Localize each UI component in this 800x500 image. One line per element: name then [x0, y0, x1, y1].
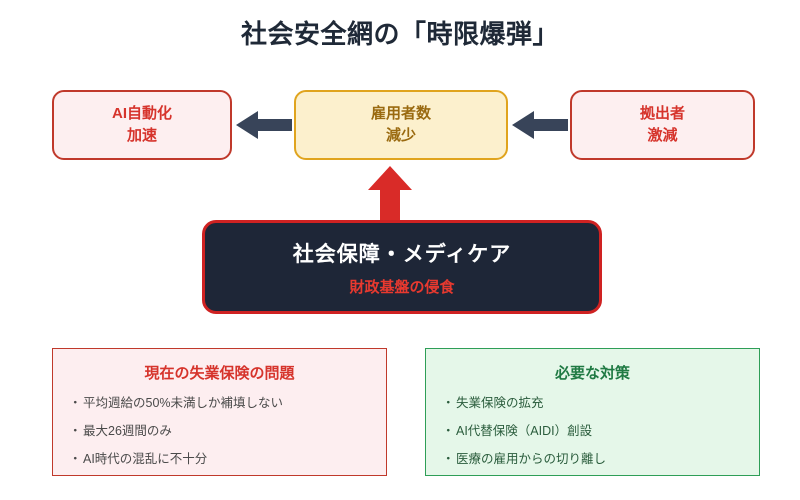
- arrow-left-icon: [512, 111, 568, 139]
- list-item: ・ 医療の雇用からの切り離し: [442, 452, 743, 467]
- node-core-title: 社会保障・メディケア: [292, 242, 512, 266]
- list-item-text: 平均週給の50%未満しか補填しない: [83, 396, 284, 410]
- node-employment-decline-line2: 減少: [385, 127, 416, 144]
- bullet-glyph: ・: [69, 452, 82, 466]
- bullet-glyph: ・: [69, 424, 82, 438]
- bullet-glyph: ・: [442, 452, 455, 466]
- bullet-glyph: ・: [442, 424, 455, 438]
- arrow-left-icon: [236, 111, 292, 139]
- list-item-text: 医療の雇用からの切り離し: [456, 452, 607, 466]
- panel-measures-list: ・ 失業保険の拡充 ・ AI代替保険（AIDI）創設 ・ 医療の雇用からの切り離…: [442, 396, 743, 467]
- list-item: ・ 失業保険の拡充: [442, 396, 743, 411]
- node-ai-automation-line1: AI自動化: [111, 105, 172, 123]
- bullet-glyph: ・: [442, 396, 455, 410]
- node-social-security-medicare[interactable]: 社会保障・メディケア 財政基盤の侵食: [202, 220, 602, 314]
- panel-required-measures: 必要な対策 ・ 失業保険の拡充 ・ AI代替保険（AIDI）創設 ・ 医療の雇用…: [425, 348, 760, 476]
- node-employment-decline[interactable]: 雇用者数 減少: [294, 90, 508, 160]
- node-core-subtitle: 財政基盤の侵食: [349, 278, 455, 296]
- list-item-text: AI時代の混乱に不十分: [83, 452, 208, 466]
- page-title: 社会安全網の「時限爆弾」: [240, 19, 559, 49]
- list-item: ・ AI時代の混乱に不十分: [69, 452, 370, 467]
- list-item: ・ 最大26週間のみ: [69, 424, 370, 439]
- panel-problems-title: 現在の失業保険の問題: [144, 365, 295, 382]
- node-contributor-drop[interactable]: 拠出者 激減: [570, 90, 755, 160]
- node-contributor-drop-line2: 激減: [647, 127, 678, 144]
- list-item-text: AI代替保険（AIDI）創設: [456, 424, 593, 438]
- panel-problems-list: ・ 平均週給の50%未満しか補填しない ・ 最大26週間のみ ・ AI時代の混乱…: [69, 396, 370, 467]
- arrow-up-icon: [368, 166, 412, 222]
- node-ai-automation-line2: 加速: [126, 127, 157, 144]
- node-ai-automation[interactable]: AI自動化 加速: [52, 90, 232, 160]
- panel-current-problems: 現在の失業保険の問題 ・ 平均週給の50%未満しか補填しない ・ 最大26週間の…: [52, 348, 387, 476]
- list-item-text: 最大26週間のみ: [83, 424, 172, 438]
- panel-measures-title: 必要な対策: [554, 365, 630, 382]
- bullet-glyph: ・: [69, 396, 82, 410]
- list-item: ・ 平均週給の50%未満しか補填しない: [69, 396, 370, 411]
- node-contributor-drop-line1: 拠出者: [639, 105, 685, 123]
- list-item: ・ AI代替保険（AIDI）創設: [442, 424, 743, 439]
- list-item-text: 失業保険の拡充: [456, 396, 544, 410]
- node-employment-decline-line1: 雇用者数: [370, 105, 431, 123]
